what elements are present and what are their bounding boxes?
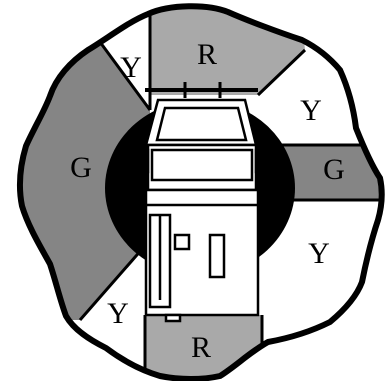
zone-label-yellow-top-left: Y: [120, 51, 142, 84]
zone-label-yellow-top-right: Y: [300, 94, 322, 127]
zone-label-yellow-bottom-left: Y: [107, 297, 129, 330]
zone-label-red-top: R: [197, 38, 217, 71]
truck-icon: [138, 82, 266, 321]
zone-label-yellow-bottom-right: Y: [308, 237, 330, 270]
zone-label-green-left: G: [70, 151, 92, 184]
zone-label-red-bottom: R: [191, 331, 211, 364]
zone-label-green-right: G: [323, 153, 345, 186]
